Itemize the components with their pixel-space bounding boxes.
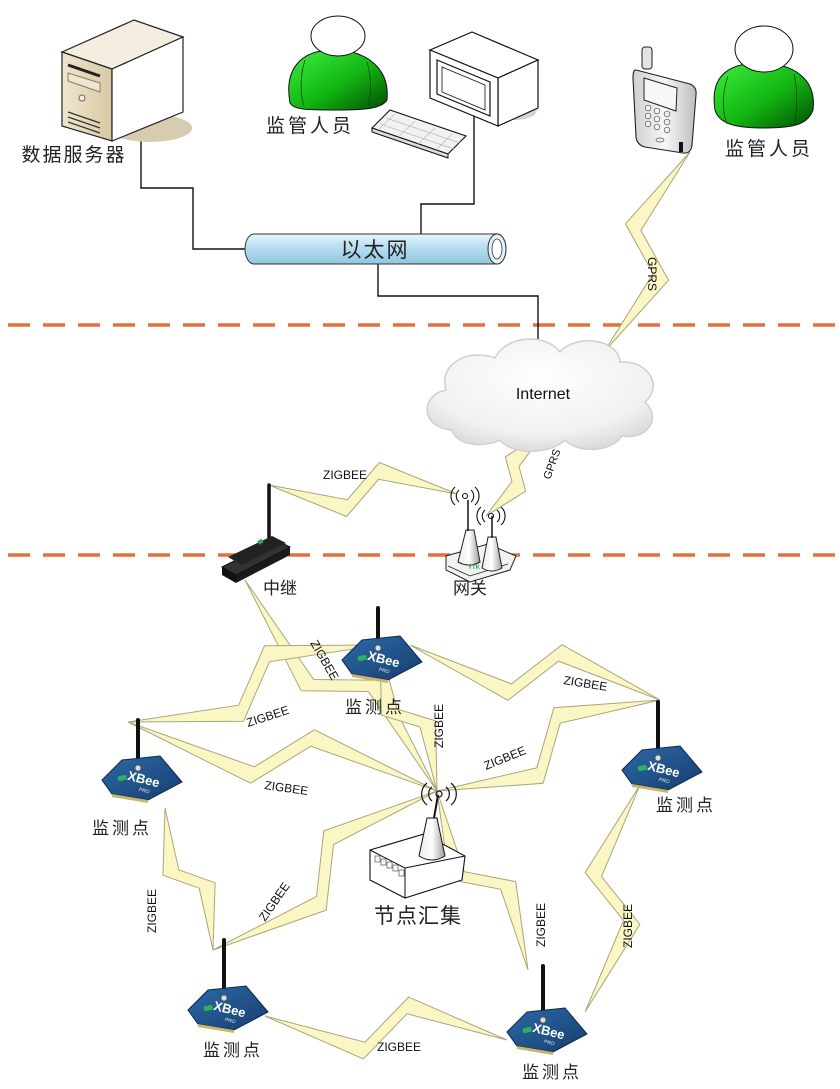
wireless-link-monitor-bottom-left-monitor-bottom-right: [264, 996, 508, 1060]
signal-waves-icon: [421, 782, 457, 806]
svg-text:PRO: PRO: [378, 667, 390, 675]
link-label-gprs-gateway: GPRS: [542, 448, 564, 481]
wireless-link-monitor-right-sink: [436, 699, 661, 792]
link-label-bottom: ZIGBEE: [377, 1040, 421, 1054]
supervisor-pc-label: 监管人员: [266, 115, 354, 137]
wireless-link-internet-gateway: [485, 431, 546, 517]
link-label-left-sink: ZIGBEE: [264, 778, 310, 798]
server-icon: [60, 19, 192, 142]
cloud-icon: [426, 338, 655, 452]
svg-text:PRO: PRO: [543, 1039, 555, 1047]
link-label-sink-bottomright: ZIGBEE: [534, 903, 548, 947]
wireless-link-monitor-bottom-right-monitor-right: [584, 784, 641, 1013]
monitor-right-label: 监测点: [656, 796, 716, 816]
link-label-left-top: ZIGBEE: [245, 703, 291, 730]
person-icon: [713, 25, 814, 129]
link-computer-ethernet: [420, 113, 475, 235]
svg-text:YTK: YTK: [468, 565, 481, 571]
link-label-left-bottomleft: ZIGBEE: [145, 889, 159, 933]
svg-text:PRO: PRO: [224, 1017, 236, 1025]
link-label-bottomright-right: ZIGBEE: [621, 904, 635, 948]
wireless-links: [127, 151, 691, 1060]
wireless-link-monitor-top-monitor-right: [409, 644, 661, 701]
keyboard-icon: [370, 109, 468, 159]
signal-waves-icon: [450, 486, 506, 526]
sink-label: 节点汇集: [374, 904, 462, 928]
relay-device-icon: [220, 483, 292, 583]
supervisor-mobile-label: 监管人员: [725, 138, 813, 160]
svg-text:PRO: PRO: [138, 787, 150, 795]
person-icon: [288, 15, 388, 111]
monitor-left-label: 监测点: [92, 819, 152, 839]
link-label-gprs-phone: GPRS: [645, 257, 659, 291]
link-label-relay-sink: ZIGBEE: [307, 638, 341, 683]
wireless-link-mobile-phone-internet: [603, 151, 691, 353]
monitor-bottom-right-label: 监测点: [522, 1063, 582, 1083]
access-point-icon: [369, 794, 466, 899]
wireless-router-icon: YTK: [445, 500, 517, 583]
monitor-bottom-left-label: 监测点: [203, 1041, 263, 1061]
link-ethernet-internet: [377, 264, 539, 350]
pipe-icon: [244, 233, 507, 265]
link-label-top-sink: ZIGBEE: [432, 704, 446, 748]
wireless-link-monitor-left-monitor-bottom-left: [162, 807, 216, 951]
data-server-label: 数据服务器: [21, 144, 126, 166]
mobile-phone-icon: [632, 46, 697, 154]
wired-links: [140, 113, 539, 350]
ethernet-label: 以太网: [341, 238, 410, 262]
gateway-label: 网关: [453, 579, 487, 599]
link-label-relay-gateway: ZIGBEE: [323, 468, 367, 482]
desktop-computer-icon: [428, 31, 540, 127]
link-label-top-right: ZIGBEE: [563, 673, 609, 694]
relay-label: 中继: [263, 579, 297, 599]
monitor-top-label: 监测点: [345, 698, 405, 718]
link-server-ethernet: [140, 127, 246, 250]
svg-text:PRO: PRO: [658, 777, 670, 785]
internet-label: Internet: [516, 386, 571, 403]
link-label-right-sink: ZIGBEE: [482, 743, 528, 772]
